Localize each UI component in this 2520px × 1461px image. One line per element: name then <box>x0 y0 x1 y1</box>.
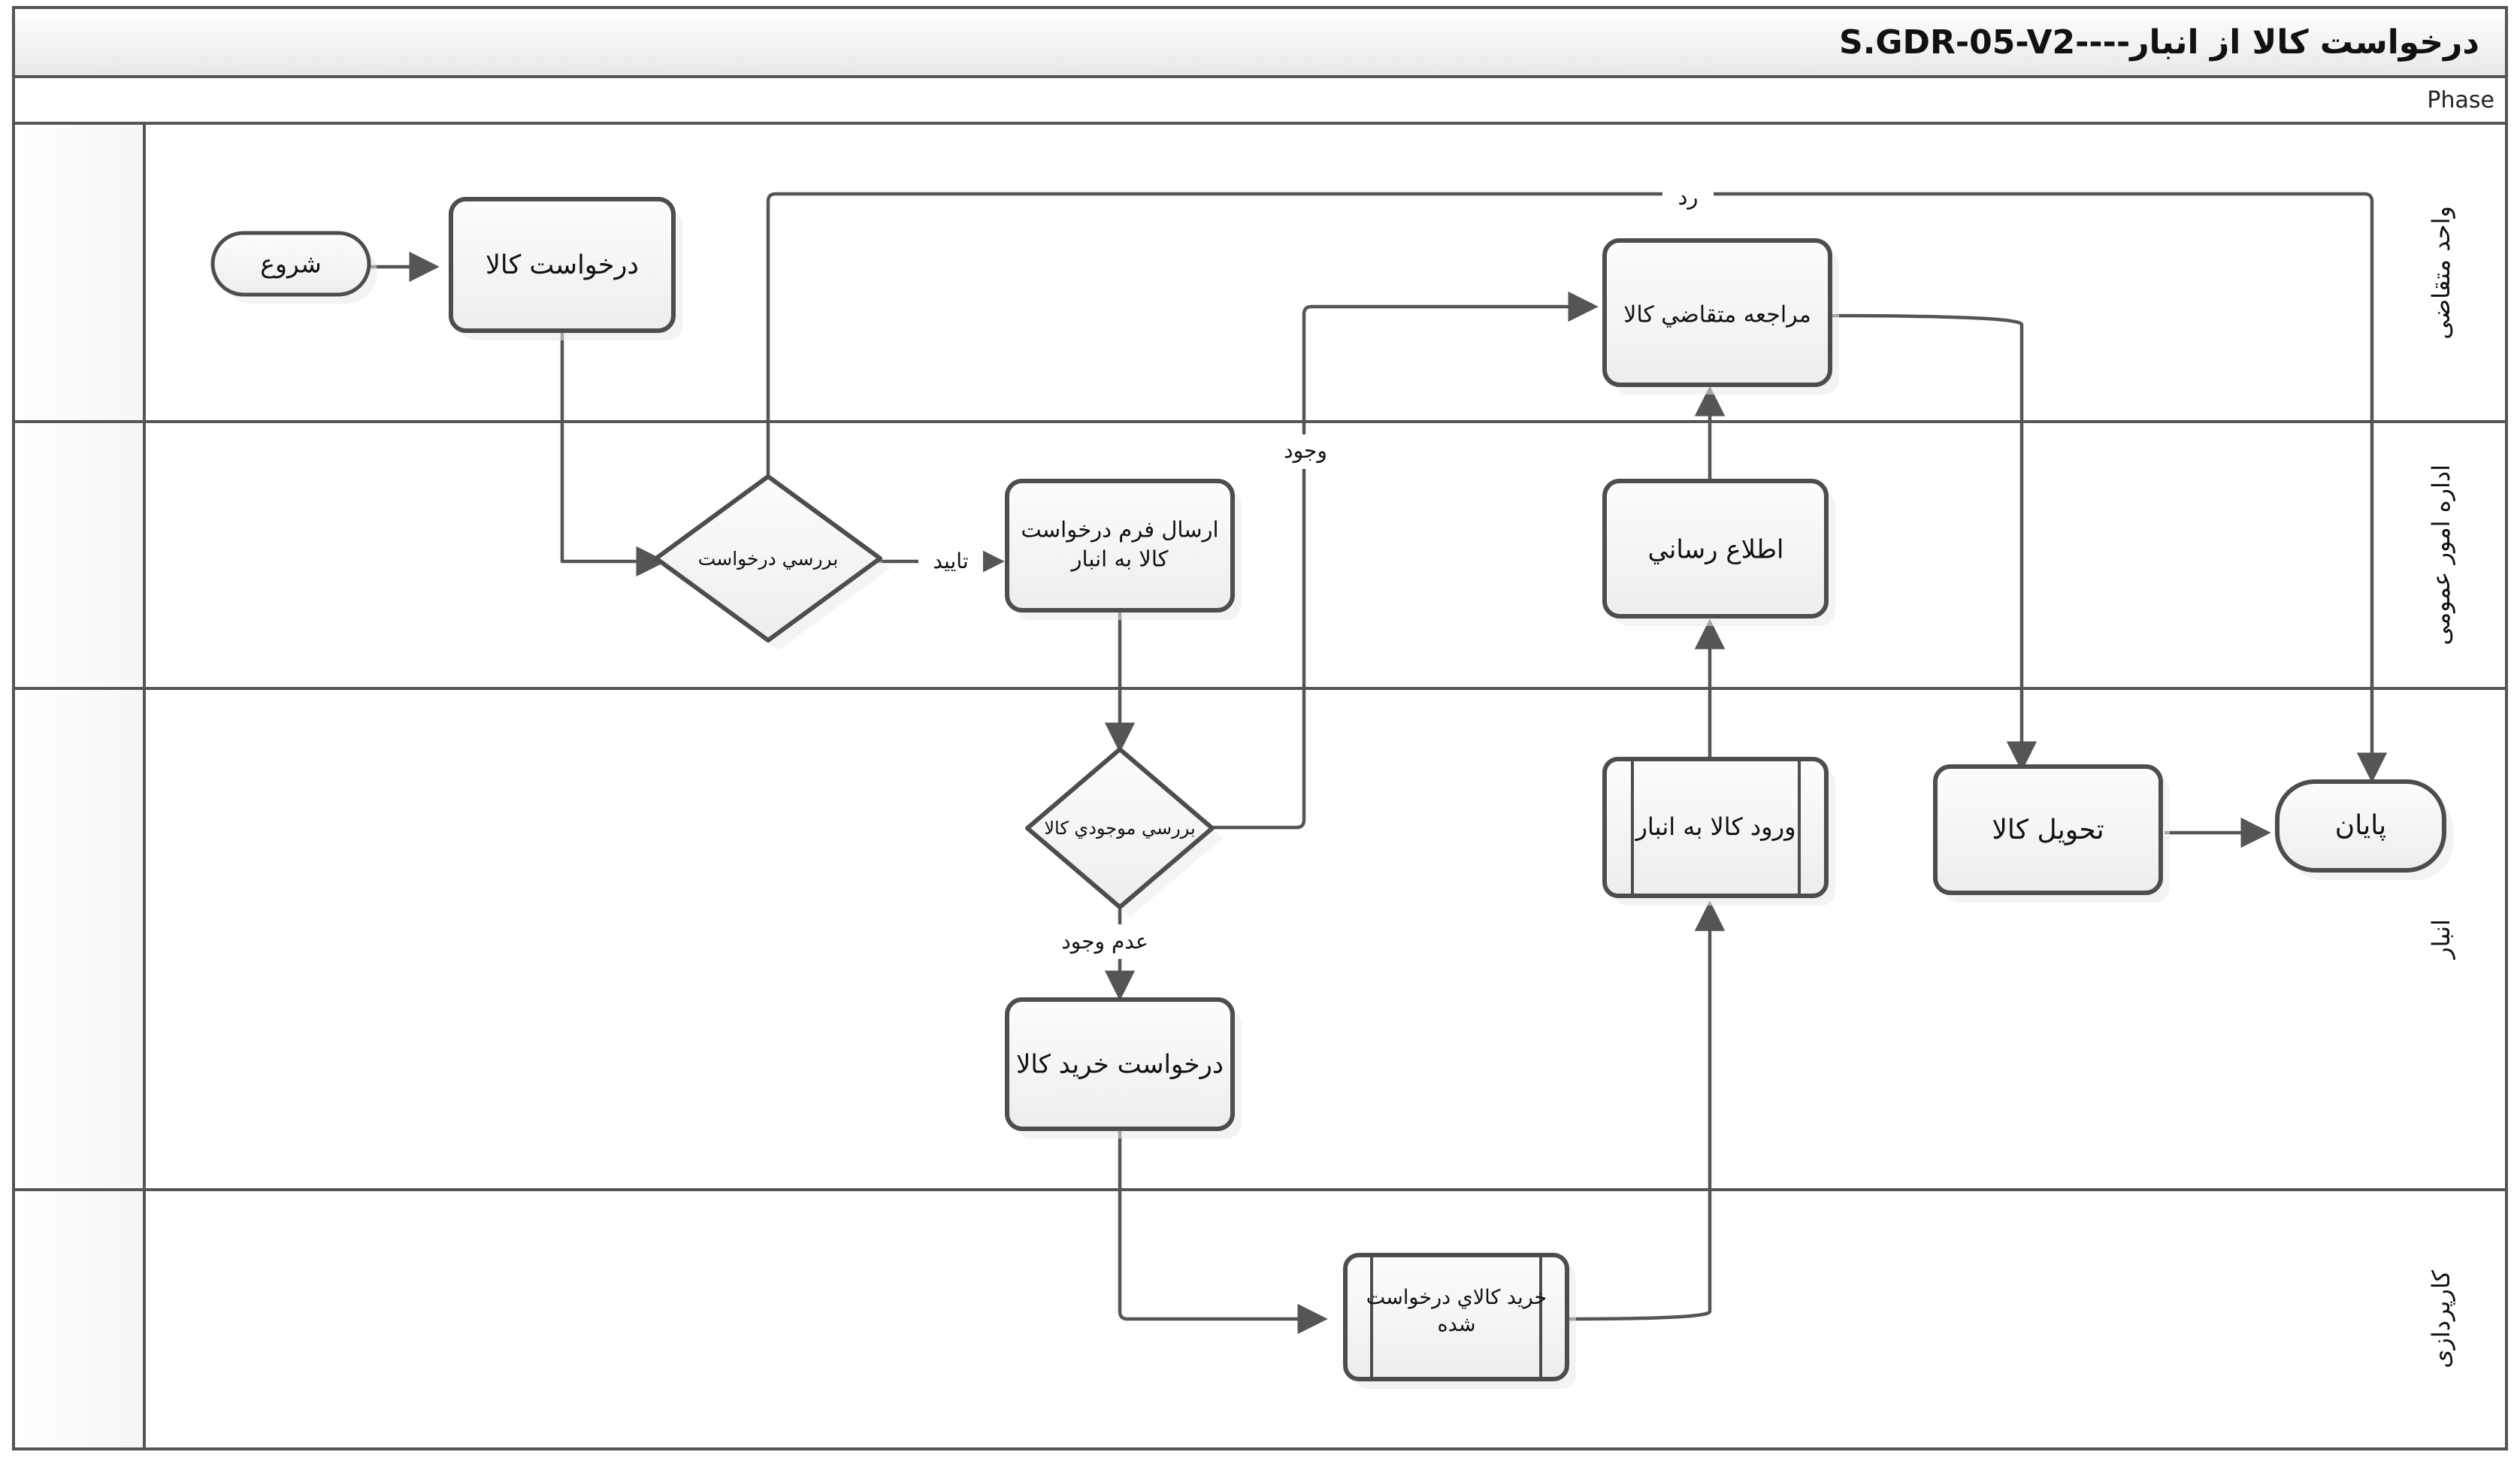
lane-label-wrap: واحد متقاضی <box>2377 125 2505 420</box>
lane-label-cell <box>15 690 143 1188</box>
lane-label-wrap: کارپردازی <box>2377 1191 2505 1447</box>
lane-label-cell <box>15 1191 143 1447</box>
lane-general-affairs: اداره امور عمومی <box>15 423 2505 690</box>
lane-label-text: واحد متقاضی <box>2427 205 2455 340</box>
lane-label-cell <box>15 125 143 420</box>
lane-label-text: کارپردازی <box>2427 1270 2455 1369</box>
lane-label-text: انبار <box>2427 919 2455 959</box>
phase-label: Phase <box>2427 86 2494 113</box>
lane-label-text: اداره امور عمومی <box>2427 464 2455 646</box>
lane-procurement: کارپردازی <box>15 1191 2505 1447</box>
lane-divider <box>143 423 146 687</box>
lane-requesting-unit: واحد متقاضی <box>15 125 2505 423</box>
diagram-title-bar: درخواست کالا از انبار----S.GDR-05-V2 <box>15 9 2505 78</box>
lane-divider <box>143 1191 146 1447</box>
lane-label-wrap: انبار <box>2377 690 2505 1188</box>
lane-divider <box>143 125 146 420</box>
lane-label-cell <box>15 423 143 687</box>
phase-header-bar: Phase <box>15 78 2505 125</box>
lane-divider <box>143 690 146 1188</box>
page-title: درخواست کالا از انبار----S.GDR-05-V2 <box>1839 23 2479 62</box>
lane-label-wrap: اداره امور عمومی <box>2377 423 2505 687</box>
lane-warehouse: انبار <box>15 690 2505 1191</box>
